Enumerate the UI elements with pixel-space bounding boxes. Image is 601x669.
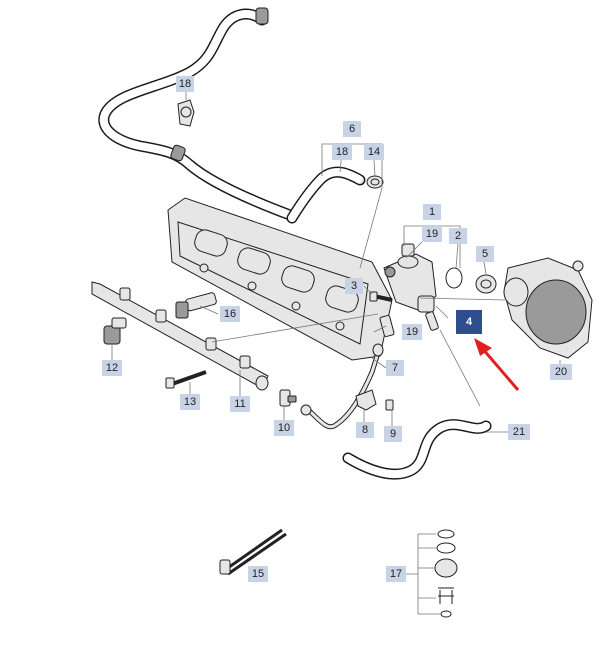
callout-9: 9 — [384, 426, 402, 442]
part-15 — [219, 528, 287, 576]
callout-21: 21 — [508, 424, 530, 440]
svg-text:4: 4 — [466, 316, 473, 328]
svg-text:12: 12 — [106, 362, 118, 374]
svg-text:9: 9 — [390, 428, 396, 440]
callout-1: 1 — [423, 204, 441, 220]
svg-text:17: 17 — [390, 568, 402, 580]
cup-5 — [475, 274, 497, 294]
callout-3: 3 — [345, 278, 363, 294]
callout-10: 10 — [274, 420, 294, 436]
svg-text:11: 11 — [234, 398, 245, 410]
callout-16: 16 — [220, 306, 240, 322]
upper-hose — [98, 7, 296, 221]
vacuum-pump — [503, 257, 593, 359]
callout-14: 14 — [364, 144, 384, 160]
bolt-13 — [165, 370, 207, 389]
fuel-line-7 — [300, 343, 384, 430]
callout-12: 12 — [102, 360, 122, 376]
callout-6: 6 — [343, 121, 361, 137]
part-kit-17 — [434, 529, 458, 618]
svg-text:5: 5 — [482, 248, 488, 260]
bolt-9 — [385, 399, 394, 411]
svg-text:10: 10 — [278, 422, 290, 434]
callout-2: 2 — [449, 228, 467, 244]
callout-19-top: 19 — [422, 226, 442, 242]
bracket-8 — [355, 389, 377, 411]
svg-text:14: 14 — [368, 146, 380, 158]
callout-20: 20 — [550, 364, 572, 380]
callout-17: 17 — [386, 566, 406, 582]
svg-text:19: 19 — [406, 326, 418, 338]
callout-15: 15 — [248, 566, 268, 582]
svg-text:19: 19 — [426, 228, 438, 240]
svg-text:7: 7 — [392, 362, 398, 374]
callout-13: 13 — [180, 394, 200, 410]
fitting-19 — [379, 314, 395, 338]
svg-text:15: 15 — [252, 568, 264, 580]
svg-text:18: 18 — [179, 78, 191, 90]
callout-5: 5 — [476, 246, 494, 262]
svg-text:20: 20 — [555, 366, 567, 378]
vent-hose — [286, 166, 366, 224]
svg-text:18: 18 — [336, 146, 348, 158]
svg-text:6: 6 — [349, 123, 355, 135]
callout-19: 19 — [402, 324, 422, 340]
callout-7: 7 — [386, 360, 404, 376]
fitting-4 — [425, 311, 439, 331]
pressure-sensor-16 — [175, 292, 217, 319]
svg-text:21: 21 — [513, 426, 525, 438]
callout-18: 18 — [332, 144, 352, 160]
hose-clamp-18 — [177, 99, 195, 127]
svg-text:13: 13 — [184, 396, 196, 408]
callout-11: 11 — [230, 396, 250, 412]
sensor-12 — [103, 317, 127, 345]
hose-21 — [342, 419, 492, 480]
fitting-10 — [279, 389, 297, 407]
svg-text:3: 3 — [351, 280, 357, 292]
svg-text:2: 2 — [455, 230, 461, 242]
high-pressure-pump — [383, 243, 437, 313]
o-ring-2 — [445, 267, 463, 289]
highlight-arrow — [474, 338, 520, 391]
svg-text:1: 1 — [429, 206, 435, 218]
cylinder-head-plate — [167, 197, 393, 361]
callout-4-highlighted: 4 — [456, 310, 482, 334]
svg-text:8: 8 — [362, 424, 368, 436]
callouts: 18 6 18 14 1 19 2 5 3 16 19 4 12 7 20 13… — [102, 76, 572, 582]
callout-18-top: 18 — [176, 76, 194, 92]
fuel-rail — [91, 281, 269, 391]
callout-8: 8 — [356, 422, 374, 438]
hose-clamp-14 — [366, 175, 384, 189]
svg-text:16: 16 — [224, 308, 236, 320]
